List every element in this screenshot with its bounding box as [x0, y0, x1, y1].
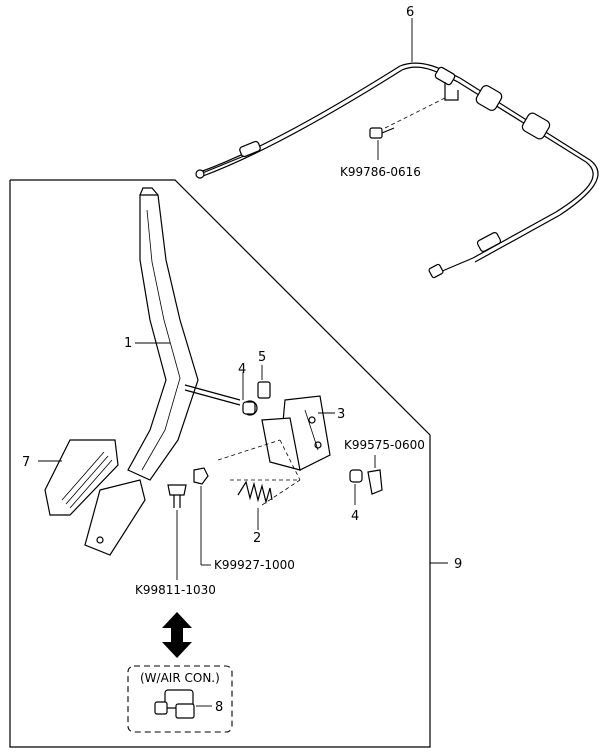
- pedal-bottom-plate: [84, 479, 146, 556]
- callout-9: 9: [454, 557, 462, 572]
- part-number-bracket-bolt: K99575-0600: [344, 438, 425, 452]
- callout-3: 3: [337, 407, 345, 422]
- stopper-bolt: [167, 484, 187, 580]
- double-arrow: [162, 612, 192, 658]
- clip: [257, 381, 271, 399]
- air-con-option-label: (W/AIR CON.): [140, 671, 220, 685]
- nut: [193, 467, 211, 566]
- assembly-boundary: [9, 179, 431, 748]
- pedal-arm: [127, 187, 199, 481]
- return-spring: [217, 439, 301, 506]
- part-number-nut: K99927-1000: [214, 558, 295, 572]
- callout-6: 6: [406, 5, 414, 20]
- pedal-pad: [44, 439, 119, 516]
- callout-8: 8: [215, 700, 223, 715]
- part-number-cable-bolt: K99786-0616: [340, 165, 421, 179]
- bushing-upper: [242, 401, 256, 415]
- air-con-option-box: [127, 665, 233, 733]
- callout-4-lower: 4: [351, 509, 359, 524]
- callout-2: 2: [253, 531, 261, 546]
- part-number-stopper-bolt: K99811-1030: [135, 583, 216, 597]
- bracket-bolt: [367, 469, 383, 495]
- callout-1: 1: [124, 336, 132, 351]
- callout-7: 7: [22, 455, 30, 470]
- bushing-lower: [349, 469, 363, 483]
- accelerator-cable: [195, 62, 599, 279]
- pedal-bracket: [261, 395, 331, 471]
- callout-4-upper: 4: [238, 362, 246, 377]
- stop-switch: [154, 689, 212, 719]
- callout-5: 5: [258, 350, 266, 365]
